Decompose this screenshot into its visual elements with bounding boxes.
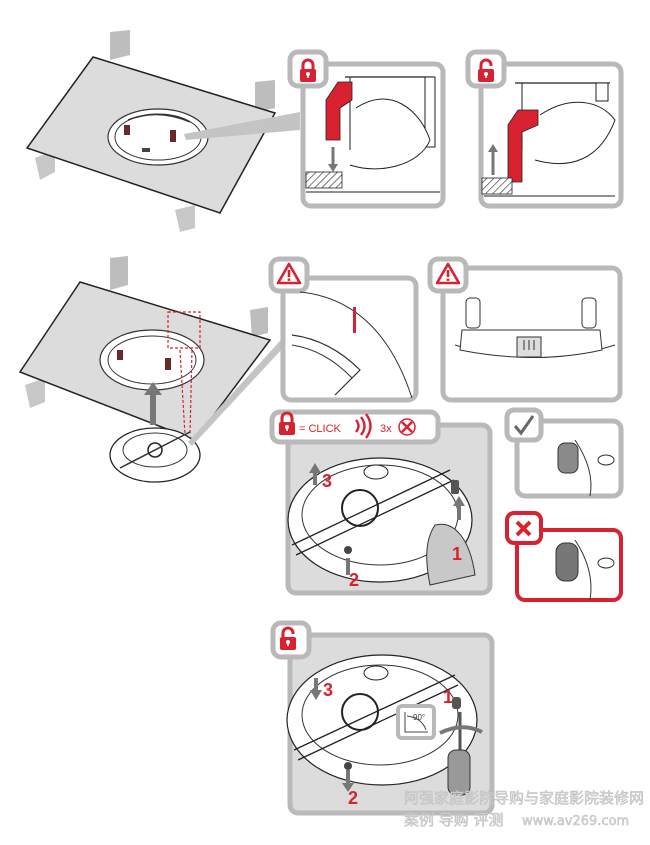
- step1-lock-panel: [287, 49, 446, 209]
- cross-icon: [515, 520, 532, 537]
- step3-install-panel: = CLICK 3x 1 2 3: [269, 409, 493, 596]
- step2-ceiling-illustration: [18, 256, 296, 483]
- step1-ceiling-illustration: [25, 30, 300, 232]
- step2-warning-connector-panel: [427, 256, 623, 403]
- watermark: 阿强家庭影院导购与家庭影院装修网 案例 导购 评测 www.av269.com: [404, 789, 645, 830]
- wrong-screw-panel: [505, 511, 623, 602]
- angle-label: 90°: [413, 713, 425, 722]
- step2-warning-marker-panel: [268, 256, 419, 403]
- step-number-3: 3: [322, 471, 332, 491]
- step-number-1: 1: [443, 687, 453, 707]
- watermark-line1: 阿强家庭影院导购与家庭影院装修网: [404, 789, 644, 807]
- checkmark-icon: [513, 415, 535, 436]
- click-sound-icon: [355, 413, 372, 439]
- times-label: 3x: [380, 423, 392, 435]
- watermark-url: www.av269.com: [522, 814, 629, 829]
- screwdriver-icon: [439, 712, 483, 796]
- step-number-1: 1: [452, 544, 462, 564]
- step1-unlock-panel: [465, 49, 624, 209]
- correct-screw-panel: [504, 407, 624, 499]
- step-number-2: 2: [348, 788, 358, 808]
- screw-head-icon: [398, 418, 416, 436]
- watermark-line2: 案例 导购 评测: [404, 811, 504, 829]
- step4-removal-panel: 90° 1 2 3: [270, 620, 495, 816]
- step-number-2: 2: [349, 570, 359, 590]
- click-label: = CLICK: [299, 423, 342, 435]
- rotate-90-icon: 90°: [396, 704, 436, 740]
- step-number-3: 3: [323, 680, 333, 700]
